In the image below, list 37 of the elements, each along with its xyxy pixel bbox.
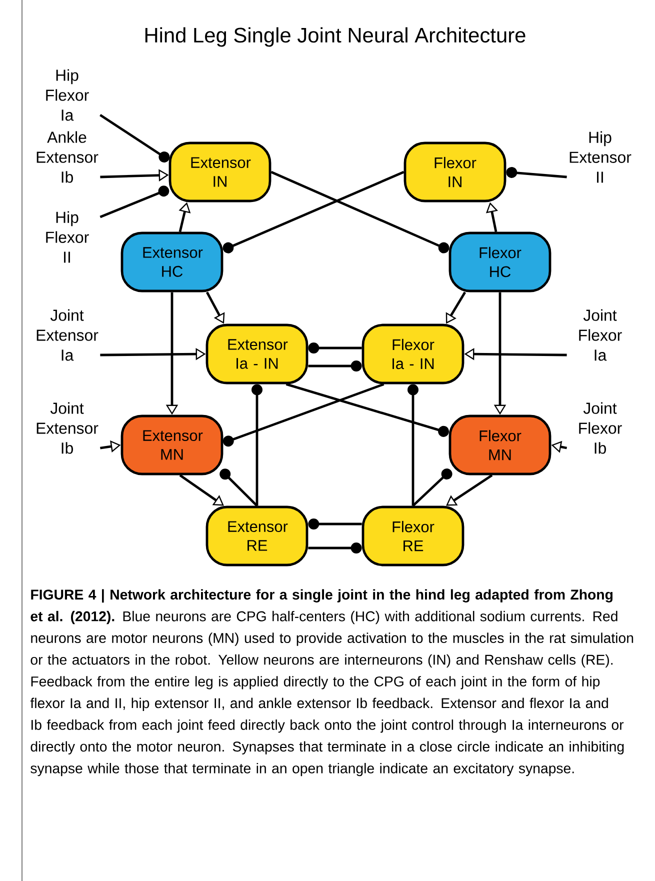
synapse-connector	[308, 360, 362, 372]
input-label: Joint Extensor Ib	[36, 402, 98, 454]
input-label: Ankle Extensor Ib	[36, 131, 98, 183]
neuron-box: Extensor Ia - IN	[206, 324, 308, 384]
neuron-box: Flexor Ia - IN	[362, 324, 464, 384]
neuron-box: Flexor MN	[448, 414, 552, 476]
synapse-connector	[506, 166, 567, 178]
synapse-connector	[100, 186, 170, 218]
synapse-connector	[308, 342, 362, 354]
title: Hind Leg Single Joint Neural Architecture	[145, 27, 526, 47]
synapse-connector	[252, 384, 262, 506]
input-label: Joint Extensor Ia	[36, 309, 98, 361]
neuron-box: Flexor RE	[362, 506, 464, 566]
synapse-connector	[100, 114, 170, 162]
synapse-connector	[286, 383, 450, 437]
input-label: Hip Flexor II	[46, 211, 89, 263]
input-label: Joint Flexor Ib	[579, 402, 622, 454]
neuron-box: Extensor HC	[120, 232, 224, 292]
neuron-box: Extensor RE	[206, 506, 308, 566]
synapse-connector	[446, 474, 493, 506]
synapse-connector	[222, 383, 384, 447]
synapse-connector	[179, 474, 224, 506]
synapse-connector	[308, 518, 362, 530]
caption: FIGURE 4 | Network architecture for a single joint in the hind leg adapted from Zhong et al. (2012). Blue neurons are CPG half-centers (HC) with additional sodium currents. Red neurons are motor neurons (MN) used to provide activation to the muscles in the rat simulation or the actuators in the robot. Yellow neurons are interneurons (IN) and Renshaw cells (RE). Feedback from the entire leg is applied directly to the CPG of each joint in the form of hip flexor Ia and II, hip extensor II, and ankle extensor Ib feedback. Extensor and flexor Ia and Ib feedback from each joint feed directly back onto the joint control through Ia interneurons or directly onto the motor neuron. Synapses that terminate in a close circle indicate an inhibiting synapse while those that terminate in an open triangle indicate an excitatory synapse.	[30, 589, 634, 776]
input-label: Joint Flexor Ia	[579, 309, 622, 361]
input-label: Hip Flexor Ia	[46, 69, 89, 121]
synapse-connector	[308, 542, 362, 554]
synapse-connector	[270, 170, 450, 254]
neuron-box: Extensor MN	[120, 414, 224, 476]
neuron-box: Extensor IN	[168, 142, 272, 202]
neuron-box: Flexor IN	[404, 142, 506, 202]
synapse-connector	[408, 384, 418, 506]
synapse-connector	[412, 468, 452, 507]
synapse-connector	[220, 468, 258, 507]
synapse-connector	[222, 170, 404, 254]
input-label: Hip Extensor II	[570, 131, 632, 183]
neuron-box: Flexor HC	[448, 232, 552, 292]
